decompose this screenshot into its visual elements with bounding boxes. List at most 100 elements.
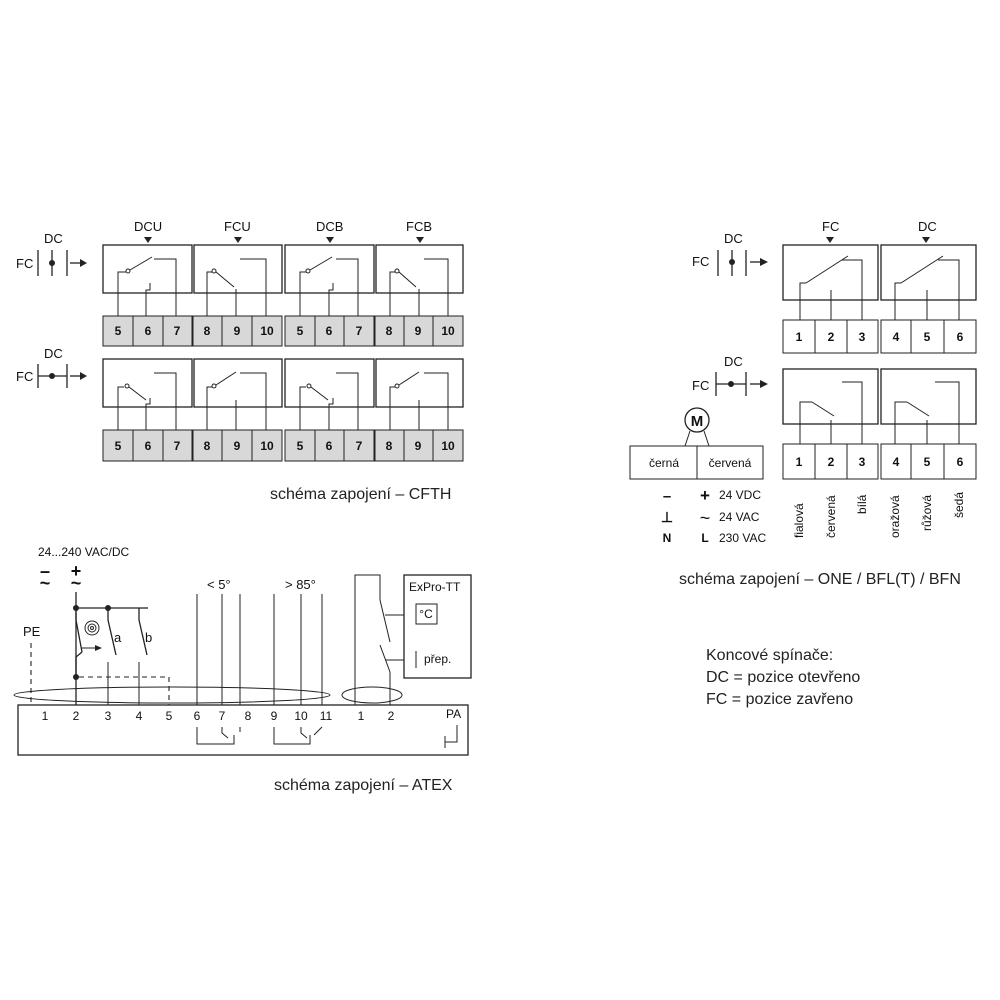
triangle-down-icon bbox=[144, 237, 152, 243]
terminal-10: 10 bbox=[441, 324, 455, 338]
atex-switch-a: a bbox=[114, 630, 122, 645]
terminal-10: 10 bbox=[260, 439, 274, 453]
one-terminal-strip-top: 1 2 3 4 5 6 bbox=[782, 319, 977, 354]
triangle-down-icon bbox=[922, 237, 930, 243]
atex-prep: přep. bbox=[424, 652, 451, 666]
terminal-8: 8 bbox=[386, 439, 393, 453]
terminal-6: 6 bbox=[145, 324, 152, 338]
terminal-6: 6 bbox=[326, 324, 333, 338]
terminal-8: 8 bbox=[204, 439, 211, 453]
wire-color-labels: fialová červená bílá oražová růžová šedá bbox=[792, 492, 966, 538]
cfth-switches-row2 bbox=[102, 358, 464, 430]
atex-pa: PA bbox=[446, 707, 461, 721]
motor-label: M bbox=[691, 413, 704, 430]
cfth-label-dcu: DCU bbox=[134, 219, 162, 234]
supply-pos-230: L bbox=[701, 531, 708, 545]
terminal-7: 7 bbox=[356, 439, 363, 453]
arrow-right-icon bbox=[80, 259, 87, 267]
terminal-8: 8 bbox=[204, 324, 211, 338]
cfth-fc-label-bottom: FC bbox=[16, 369, 33, 384]
wire-color-2: červená bbox=[824, 495, 838, 538]
atex-terminal-r1: 1 bbox=[358, 709, 365, 723]
atex-terminal-9: 9 bbox=[271, 709, 278, 723]
atex-voltage: 24...240 VAC/DC bbox=[38, 545, 129, 559]
terminal-6: 6 bbox=[957, 330, 964, 344]
one-dc-label-top: DC bbox=[724, 231, 743, 246]
atex-ac-minus: ~ bbox=[40, 573, 51, 593]
terminal-6: 6 bbox=[957, 455, 964, 469]
terminal-2: 2 bbox=[828, 455, 835, 469]
supply-text-dc: 24 VDC bbox=[719, 488, 761, 502]
cfth-fc-label-top: FC bbox=[16, 256, 33, 271]
wire-color-3: bílá bbox=[855, 494, 869, 514]
one-dc-label-bottom: DC bbox=[724, 354, 743, 369]
atex-celsius: °C bbox=[419, 607, 433, 621]
motor-symbol: M bbox=[684, 407, 710, 447]
atex-lt5: < 5° bbox=[207, 577, 231, 592]
atex-terminal-8: 8 bbox=[245, 709, 252, 723]
wire-color-6: šedá bbox=[952, 492, 966, 518]
atex-terminal-10: 10 bbox=[294, 709, 308, 723]
atex-diagram: 24...240 VAC/DC – ~ + ~ PE a b bbox=[13, 545, 472, 794]
cfth-caption: schéma zapojení – CFTH bbox=[270, 486, 451, 503]
supply-neg-dc: – bbox=[663, 488, 671, 505]
terminal-9: 9 bbox=[234, 324, 241, 338]
atex-minus: – bbox=[40, 561, 50, 581]
cfth-label-dcb: DCB bbox=[316, 219, 343, 234]
one-terminal-strip-bottom: 1 2 3 4 5 6 bbox=[782, 443, 977, 480]
atex-terminal-4: 4 bbox=[136, 709, 143, 723]
supply-table: – + 24 VDC ⊥ ~ 24 VAC N L 230 VAC bbox=[661, 486, 767, 545]
arrow-right-icon bbox=[760, 380, 768, 388]
atex-terminal-2: 2 bbox=[73, 709, 80, 723]
atex-caption: schéma zapojení – ATEX bbox=[274, 777, 453, 794]
cfth-switches-row1 bbox=[102, 244, 464, 316]
wire-box-red: červená bbox=[709, 456, 752, 470]
cfth-label-fcu: FCU bbox=[224, 219, 251, 234]
supply-pos-ac: ~ bbox=[700, 508, 711, 528]
terminal-1: 1 bbox=[796, 330, 803, 344]
supply-pos-dc: + bbox=[700, 486, 710, 505]
wire-color-1: fialová bbox=[792, 503, 806, 538]
atex-expro: ExPro-TT bbox=[409, 580, 461, 594]
terminal-7: 7 bbox=[174, 324, 181, 338]
arrow-right-icon bbox=[760, 258, 768, 266]
atex-terminal-7: 7 bbox=[219, 709, 226, 723]
cfth-diagram: DC FC DC FC DCU FCU DCB FCB bbox=[16, 219, 464, 503]
terminal-4: 4 bbox=[893, 455, 900, 469]
one-label-dc: DC bbox=[918, 219, 937, 234]
legend: Koncové spínače: DC = pozice otevřeno FC… bbox=[706, 647, 860, 708]
terminal-9: 9 bbox=[415, 324, 422, 338]
terminal-3: 3 bbox=[859, 330, 866, 344]
terminal-9: 9 bbox=[415, 439, 422, 453]
terminal-5: 5 bbox=[297, 439, 304, 453]
terminal-7: 7 bbox=[174, 439, 181, 453]
cfth-indicator-bottom: DC FC bbox=[16, 346, 87, 388]
arrow-right-icon bbox=[80, 372, 87, 380]
spring-return-icon bbox=[84, 620, 100, 636]
triangle-down-icon bbox=[826, 237, 834, 243]
terminal-6: 6 bbox=[145, 439, 152, 453]
terminal-5: 5 bbox=[924, 455, 931, 469]
triangle-down-icon bbox=[234, 237, 242, 243]
terminal-10: 10 bbox=[260, 324, 274, 338]
wire-color-5: růžová bbox=[920, 495, 934, 531]
terminal-7: 7 bbox=[356, 324, 363, 338]
cfth-indicator-top: DC FC bbox=[16, 231, 87, 276]
one-label-fc: FC bbox=[822, 219, 839, 234]
terminal-4: 4 bbox=[893, 330, 900, 344]
atex-plus: + bbox=[71, 561, 82, 581]
supply-text-ac: 24 VAC bbox=[719, 510, 760, 524]
atex-terminal-6: 6 bbox=[194, 709, 201, 723]
terminal-8: 8 bbox=[386, 324, 393, 338]
atex-terminal-11: 11 bbox=[320, 709, 333, 723]
supply-neg-230: N bbox=[663, 531, 672, 545]
one-diagram: DC FC DC FC FC DC bbox=[629, 219, 977, 588]
legend-title: Koncové spínače: bbox=[706, 647, 833, 664]
atex-terminal-5: 5 bbox=[166, 709, 173, 723]
wire-box-black: černá bbox=[649, 456, 679, 470]
wire-color-4: oražová bbox=[888, 495, 902, 538]
one-fc-label-bottom: FC bbox=[692, 378, 709, 393]
cfth-label-fcb: FCB bbox=[406, 219, 432, 234]
terminal-2: 2 bbox=[828, 330, 835, 344]
